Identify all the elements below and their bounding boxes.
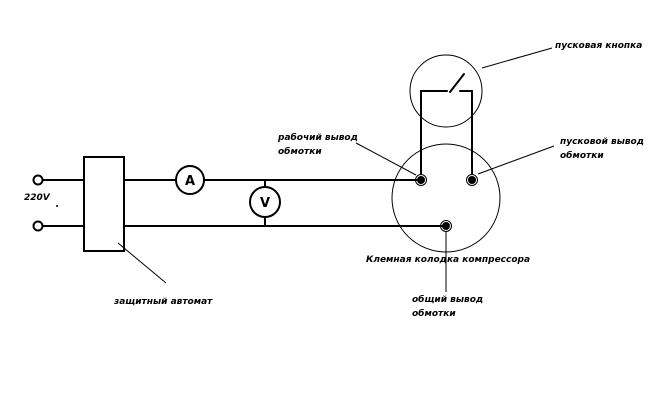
breaker-label: защитный автомат [113,297,213,307]
common-terminal-label-line2: обмотки [412,308,456,319]
working-terminal [417,176,425,184]
ammeter-label: A [185,174,195,189]
input-terminal-top [32,174,44,186]
voltage-label: 220V [24,193,51,203]
common-terminal [442,222,450,230]
start-button-contact [449,73,465,93]
breaker-leader-line [117,242,167,284]
start-button-label: пусковая кнопка [555,41,642,51]
breaker-box [83,156,125,252]
voltage-dot [56,205,58,207]
working-terminal-leader-line [355,142,417,176]
working-terminal-label-line1: рабочий вывод [277,132,358,143]
terminal-block-label: Клемная колодка компрессора [366,255,530,265]
start-button-leader-line [481,47,553,69]
working-terminal-label-line2: обмотки [278,146,322,157]
start-terminal-label-line2: обмотки [560,150,604,161]
input-terminal-bottom [32,220,44,232]
voltmeter-label: V [260,196,270,211]
start-terminal [468,176,476,184]
common-terminal-label-line1: общий вывод [412,294,483,305]
start-button-circle [409,54,483,128]
start-terminal-label-line1: пусковой вывод [560,137,644,147]
start-terminal-leader-line [477,145,555,175]
common-terminal-ring [440,220,452,232]
